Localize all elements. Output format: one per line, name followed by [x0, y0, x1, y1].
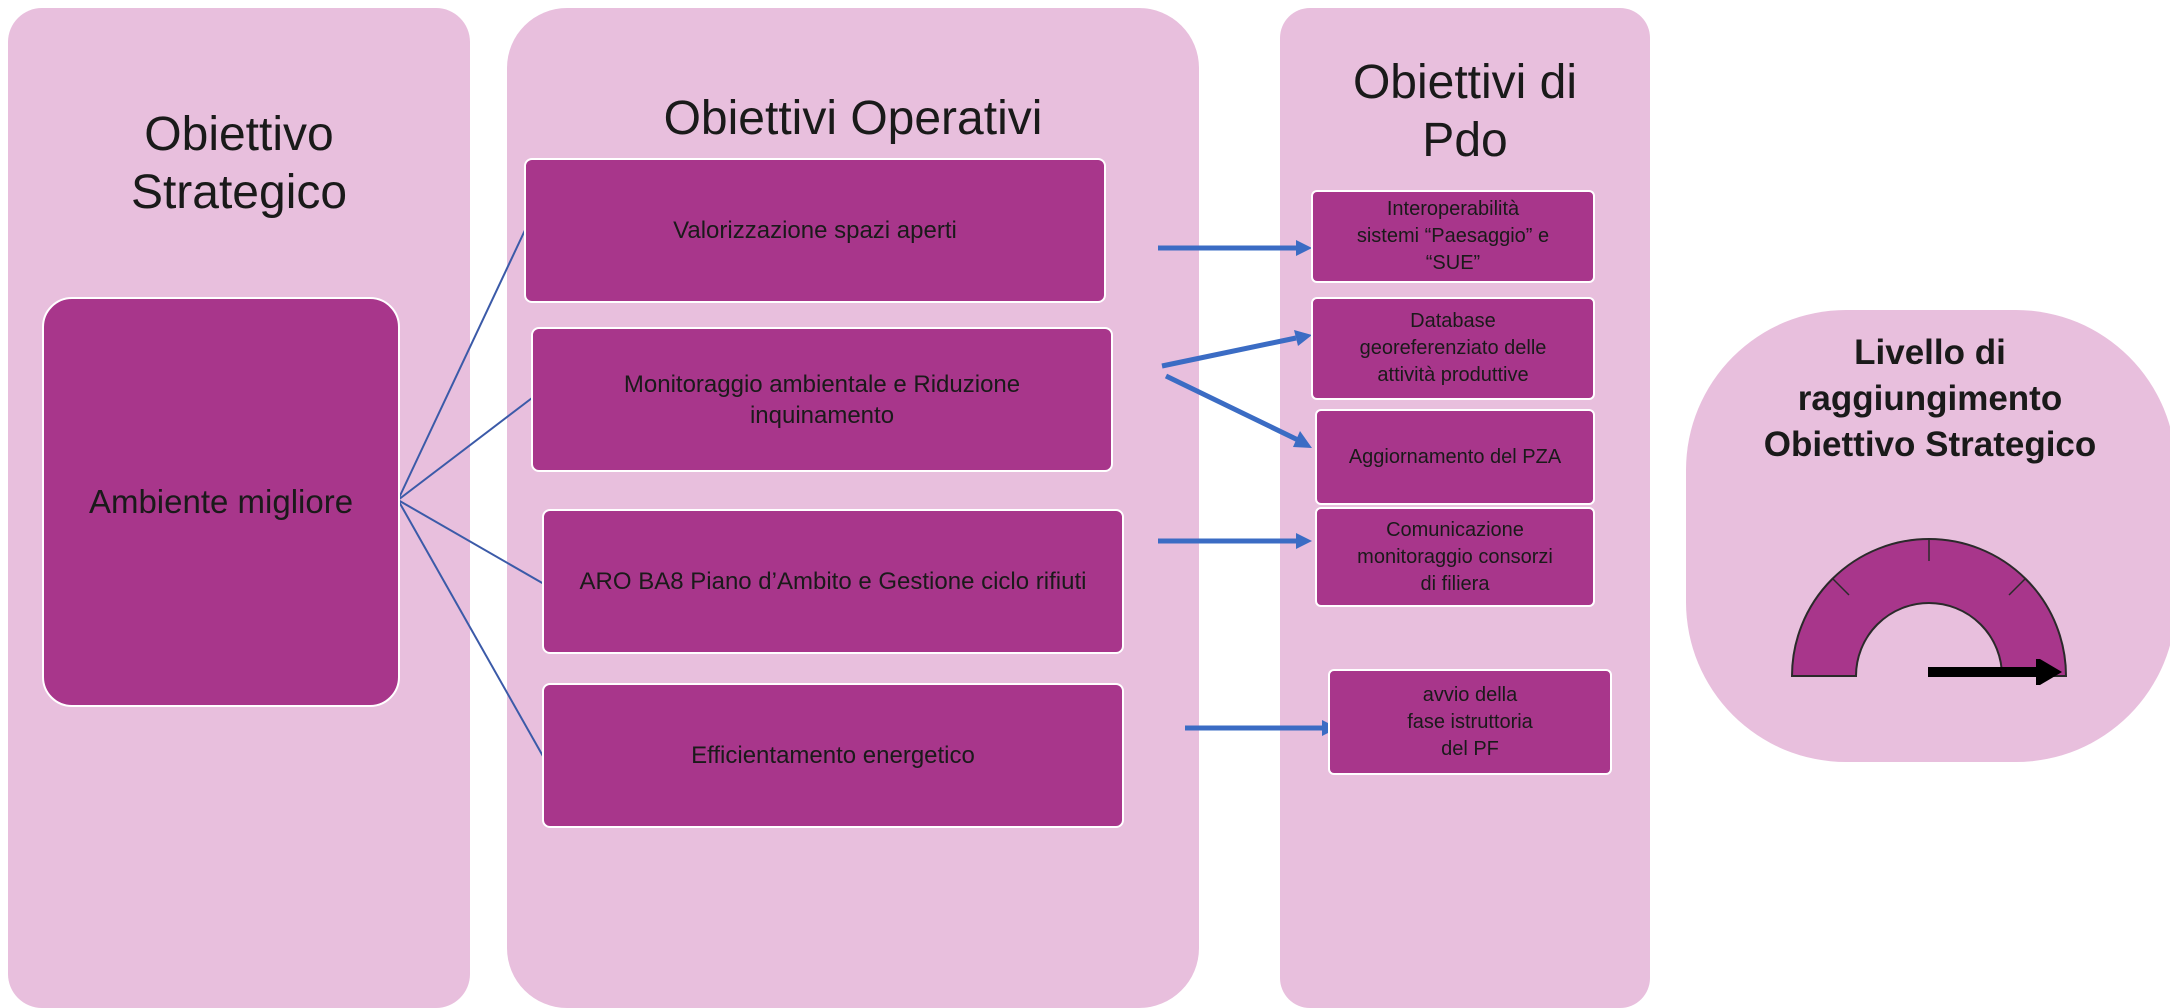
level-panel: [1686, 310, 2170, 762]
arrow-shaft: [1161, 335, 1297, 369]
pdo-objective-box: Comunicazione monitoraggio consorzi di f…: [1315, 507, 1595, 607]
operational-objective-box: Valorizzazione spazi aperti: [524, 158, 1106, 303]
fan-connectors: [397, 227, 545, 759]
connector-line: [397, 227, 527, 501]
arrow-head: [1296, 533, 1312, 549]
strategic-title: Obiettivo Strategico: [130, 108, 348, 219]
arrow-head: [1296, 240, 1312, 256]
operational-objective-box: Monitoraggio ambientale e Riduzione inqu…: [531, 327, 1113, 472]
arrow-head: [1294, 330, 1312, 346]
connector-line: [397, 499, 545, 585]
pdo-title: Obiettivi di Pdo: [1352, 56, 1578, 167]
gauge-arc: [1790, 538, 2068, 677]
gauge-needle-icon: [1928, 659, 2062, 685]
pdo-objective-box: avvio della fase istruttoria del PF: [1328, 669, 1612, 775]
operational-objective-box: ARO BA8 Piano d’Ambito e Gestione ciclo …: [542, 509, 1124, 654]
strategic-objective-box: Ambiente migliore: [42, 297, 400, 707]
pdo-arrows: [1158, 240, 1338, 736]
gauge-ticks: [1792, 539, 2066, 677]
pdo-objective-box: Interoperabilità sistemi “Paesaggio” e “…: [1311, 190, 1595, 283]
operational-objective-box: Efficientamento energetico: [542, 683, 1124, 828]
level-title: Livello di raggiungimento Obiettivo Stra…: [1763, 333, 2097, 464]
operational-title: Obiettivi Operativi: [663, 92, 1043, 145]
connector-line: [397, 397, 533, 501]
pdo-objective-box: Database georeferenziato delle attività …: [1311, 297, 1595, 400]
arrow-shaft: [1164, 373, 1300, 443]
pdo-objective-box: Aggiornamento del PZA: [1315, 409, 1595, 505]
connector-line: [397, 499, 545, 759]
arrow-head: [1293, 431, 1312, 448]
